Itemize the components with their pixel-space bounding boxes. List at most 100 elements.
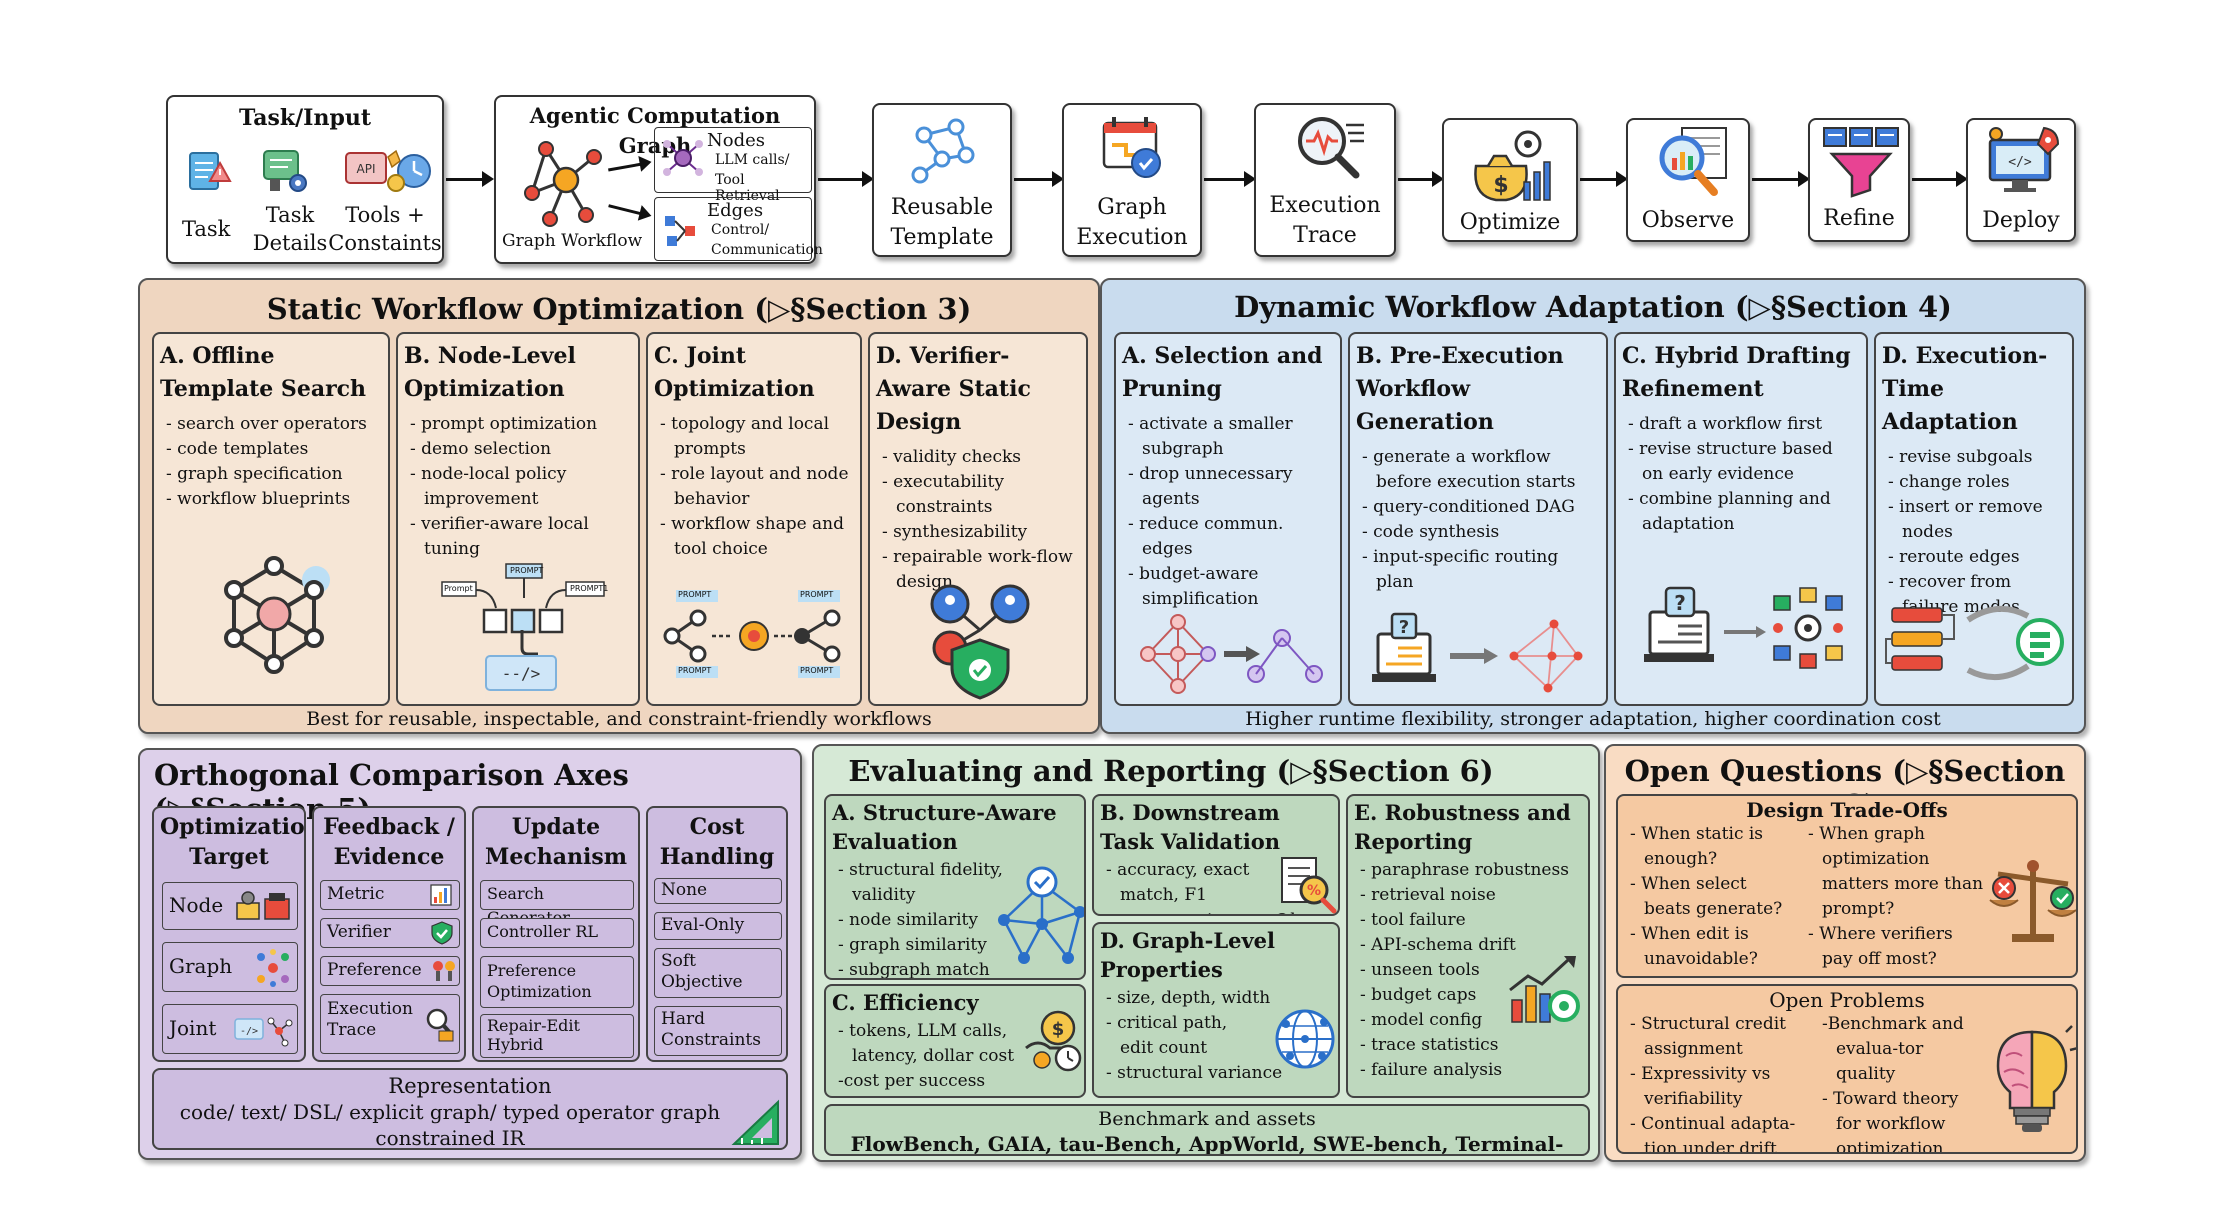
list-item: -Benchmark and evalua-tor quality [1822,1014,1964,1084]
graph-execution-line2: Execution [1076,225,1188,250]
nodes-sub-2: Tool Retrieval [715,172,780,204]
list-item: - topology and local prompts [660,414,830,459]
chip-hard-constraints-label: Hard Constraints [661,1009,761,1050]
graph-execution-icon [1102,117,1161,178]
list-item: - critical path, edit count [1106,1013,1228,1058]
joint-prompt-tl: PROMPT [678,590,712,599]
list-item: - Expressivity vs verifiability [1630,1064,1771,1109]
list-item: - When select beats generate? [1630,874,1783,919]
chip-graph: Graph [162,942,298,992]
chip-repair-edit-hybrid-label: Repair-Edit Hybrid [487,1016,580,1054]
execution-trace-line1: Execution [1269,193,1381,218]
edges-sub-1: Control/ [711,222,770,238]
list-item: - graph specification [166,464,343,484]
svg-text:--/>: --/> [502,664,541,683]
static-card-d-list: - validity checks - executability constr… [870,439,1086,595]
chip-repair-edit-hybrid: Repair-Edit Hybrid [480,1014,634,1058]
acg-title: Agentic Computation Graph [529,103,781,158]
representation-title: Representation [388,1074,552,1098]
reusable-template-line1: Reusable [890,195,994,220]
static-card-c: C. Joint Optimization - topology and loc… [646,332,862,706]
brain-lightbulb-icon [1996,1025,2076,1132]
execution-trace-line2: Trace [1293,223,1357,248]
list-item: - structural variance [1106,1063,1283,1083]
list-item: - activate a smaller subgraph [1128,414,1293,459]
edges-box: Edges Control/ Communication [654,197,823,261]
edges-sub-2: Communication [711,242,823,258]
optimize-label: Optimize [1459,210,1561,235]
benchmark-title: Benchmark and assets [1098,1108,1316,1130]
svg-text:-/>: -/> [240,1026,258,1037]
list-item: - code synthesis [1362,522,1500,542]
orth-col-feedback-title-1: Feedback / [323,814,455,840]
observe-icon [1659,127,1727,196]
structure-network-icon [998,866,1084,964]
list-item: - search over operators [166,414,367,434]
eval-card-b: B. Downstream Task Validation - accuracy… [1092,794,1340,916]
list-item: - draft a workflow first [1628,414,1823,434]
step-refine: Refine [1808,118,1910,242]
task-label: Task [182,217,231,241]
step-reusable-template: Reusable Template [872,103,1012,257]
verifier-check-icon [431,921,453,945]
refine-label: Refine [1823,206,1895,231]
tools-label-2: Constaints [328,231,442,255]
reusable-template-line2: Template [890,225,994,250]
evaluating-title: Evaluating and Reporting (▷§Section 6) [848,754,1494,788]
svg-text:$: $ [1052,1019,1065,1040]
list-item: - reduce commun. edges [1128,514,1284,559]
chip-joint-label: Joint [169,1016,217,1040]
list-item: - repairable work-flow design [882,547,1073,592]
execution-adaptation-icon [1885,605,2064,681]
prompt-label-left: Prompt [444,584,473,593]
list-item: - query-conditioned DAG [1362,497,1575,517]
step-execution-trace: Execution Trace [1254,103,1396,257]
dynamic-card-d: D. Execution-Time Adaptation - revise su… [1874,332,2074,706]
list-item: - validity checks [882,447,1021,467]
list-item: - model config [1360,1010,1483,1030]
node-icon [236,891,290,920]
benchmark-list: FlowBench, GAIA, tau-Bench, AppWorld, SW… [850,1132,1564,1156]
step-optimize: $ Optimize [1442,118,1578,242]
tradeoffs-left-list: - When static is enough? - When select b… [1622,822,1798,972]
arrow-8 [1912,171,1968,187]
list-item: - revise subgoals [1888,447,2033,467]
list-item: - failure analysis [1360,1060,1503,1080]
open-panel: Open Questions (▷§Section 7-8) Design Tr… [1604,744,2086,1162]
observe-label: Observe [1641,208,1735,233]
list-item: - When static is enough? [1630,824,1764,869]
globe-network-icon [1275,1009,1335,1069]
list-item: - tool failure [1360,910,1466,930]
chip-hard-constraints: Hard Constraints [654,1006,782,1056]
chip-verifier-label: Verifier [327,922,391,942]
svg-text:%: % [1307,883,1321,899]
arrow-3 [1014,171,1064,187]
static-title: Static Workflow Optimization (▷§Section … [266,292,972,326]
list-item: - combine planning and adaptation [1628,489,1831,534]
eval-card-e-list: - paraphrase robustness - retrieval nois… [1348,856,1588,1083]
chip-verifier: Verifier [320,918,460,948]
static-card-b: B. Node-Level Optimization - prompt opti… [396,332,640,706]
eval-card-a-list: - structural fidelity, validity - node s… [826,856,1084,978]
static-card-d-title: D. Verifier-Aware Static Design [876,343,1031,435]
pruning-graph-icon [1140,614,1323,694]
tradeoffs-right-list: - When graph optimization matters more t… [1800,822,1988,972]
eval-card-b-list: - accuracy, exact match, F1 - success ra… [1094,856,1338,914]
list-item: - Toward theory for workflow optimizatio… [1822,1089,1959,1154]
orthogonal-panel: Orthogonal Comparison Axes (▷§Section 5)… [138,748,802,1160]
orth-col-update: Update Mechanism Search Generator Contro… [472,806,640,1062]
list-item: - reroute edges [1888,547,2020,567]
arrow-5 [1398,171,1444,187]
document-percent-icon: % [1281,857,1337,914]
list-item: - When edit is unavoidable? [1630,924,1758,969]
list-item: - trace statistics [1360,1035,1499,1055]
tradeoffs-title: Design Trade-Offs [1746,798,1948,822]
list-item: - accuracy, exact match, F1 [1106,860,1250,905]
task-details-label-1: Task [265,203,315,227]
joint-optimization-icon [663,590,841,678]
node-level-prompt-icon: --/> [441,563,605,691]
static-card-c-title: C. Joint Optimization [654,343,815,402]
dynamic-card-a-list: - activate a smaller subgraph - drop unn… [1116,406,1340,612]
chip-node-label: Node [169,893,224,917]
orth-col-target-title-1: Optimization [160,814,306,840]
